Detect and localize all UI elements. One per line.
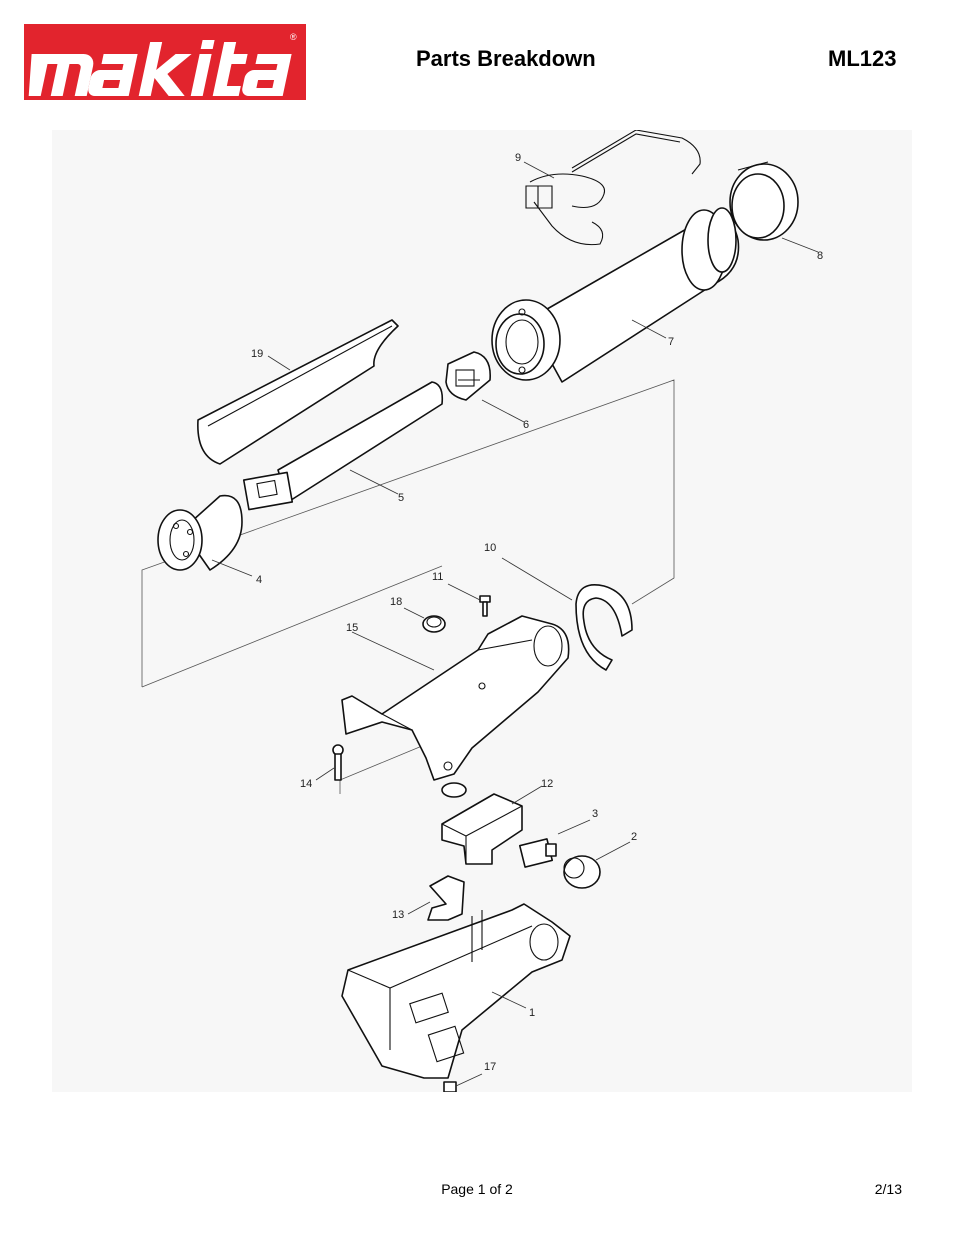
- callout-15: 15: [346, 622, 358, 634]
- part-13-clip: [427, 875, 465, 921]
- revision-code: 2/13: [874, 1181, 902, 1197]
- part-7-tube: [491, 207, 740, 383]
- registered-mark: ®: [290, 32, 297, 42]
- callout-14: 14: [300, 778, 312, 790]
- callout-labels: 9 8 7 6 19 5 4 10 11 18 15 14 12 3 2 13 …: [251, 152, 823, 1073]
- part-19-cover: [197, 319, 399, 465]
- part-17-nut: [443, 1081, 457, 1092]
- part-5-rod: [242, 381, 444, 511]
- part-6-coupling: [445, 351, 491, 401]
- callout-19: 19: [251, 348, 263, 360]
- callout-2: 2: [631, 831, 637, 843]
- callout-12: 12: [541, 778, 553, 790]
- part-14-screw: [332, 744, 344, 781]
- part-1-lower-housing: [341, 903, 571, 1079]
- page-number: Page 1 of 2: [441, 1181, 513, 1197]
- leader-lines: [211, 161, 819, 1087]
- parts-drawing: 9 8 7 6 19 5 4 10 11 18 15 14 12 3 2 13 …: [141, 130, 823, 1092]
- callout-5: 5: [398, 492, 404, 504]
- exploded-parts-diagram: 9 8 7 6 19 5 4 10 11 18 15 14 12 3 2 13 …: [52, 130, 912, 1092]
- callout-13: 13: [392, 909, 404, 921]
- part-ring-small: [441, 782, 467, 798]
- part-15-upper-housing: [341, 615, 570, 781]
- callout-10: 10: [484, 542, 496, 554]
- part-10-ring: [575, 584, 633, 671]
- callout-18: 18: [390, 596, 402, 608]
- makita-logo: ®: [24, 24, 306, 100]
- callout-6: 6: [523, 419, 529, 431]
- part-12-switch-holder: [441, 793, 523, 865]
- callout-8: 8: [817, 250, 823, 262]
- callout-3: 3: [592, 808, 598, 820]
- callout-11: 11: [432, 571, 443, 583]
- part-8-cap: [729, 161, 799, 241]
- makita-wordmark: ®: [28, 32, 297, 96]
- callout-7: 7: [668, 336, 674, 348]
- part-3-switch: [518, 838, 557, 868]
- part-2-knob: [563, 855, 601, 889]
- callout-17: 17: [484, 1061, 496, 1073]
- model-number: ML123: [828, 46, 897, 71]
- page-title: Parts Breakdown: [416, 46, 596, 71]
- part-9-clamp: [525, 130, 701, 246]
- callout-9: 9: [515, 152, 521, 164]
- part-18-spring: [422, 615, 446, 633]
- callout-4: 4: [256, 574, 262, 586]
- part-4-endcap: [157, 494, 243, 571]
- callout-1: 1: [529, 1007, 535, 1019]
- part-11-screw: [479, 595, 491, 617]
